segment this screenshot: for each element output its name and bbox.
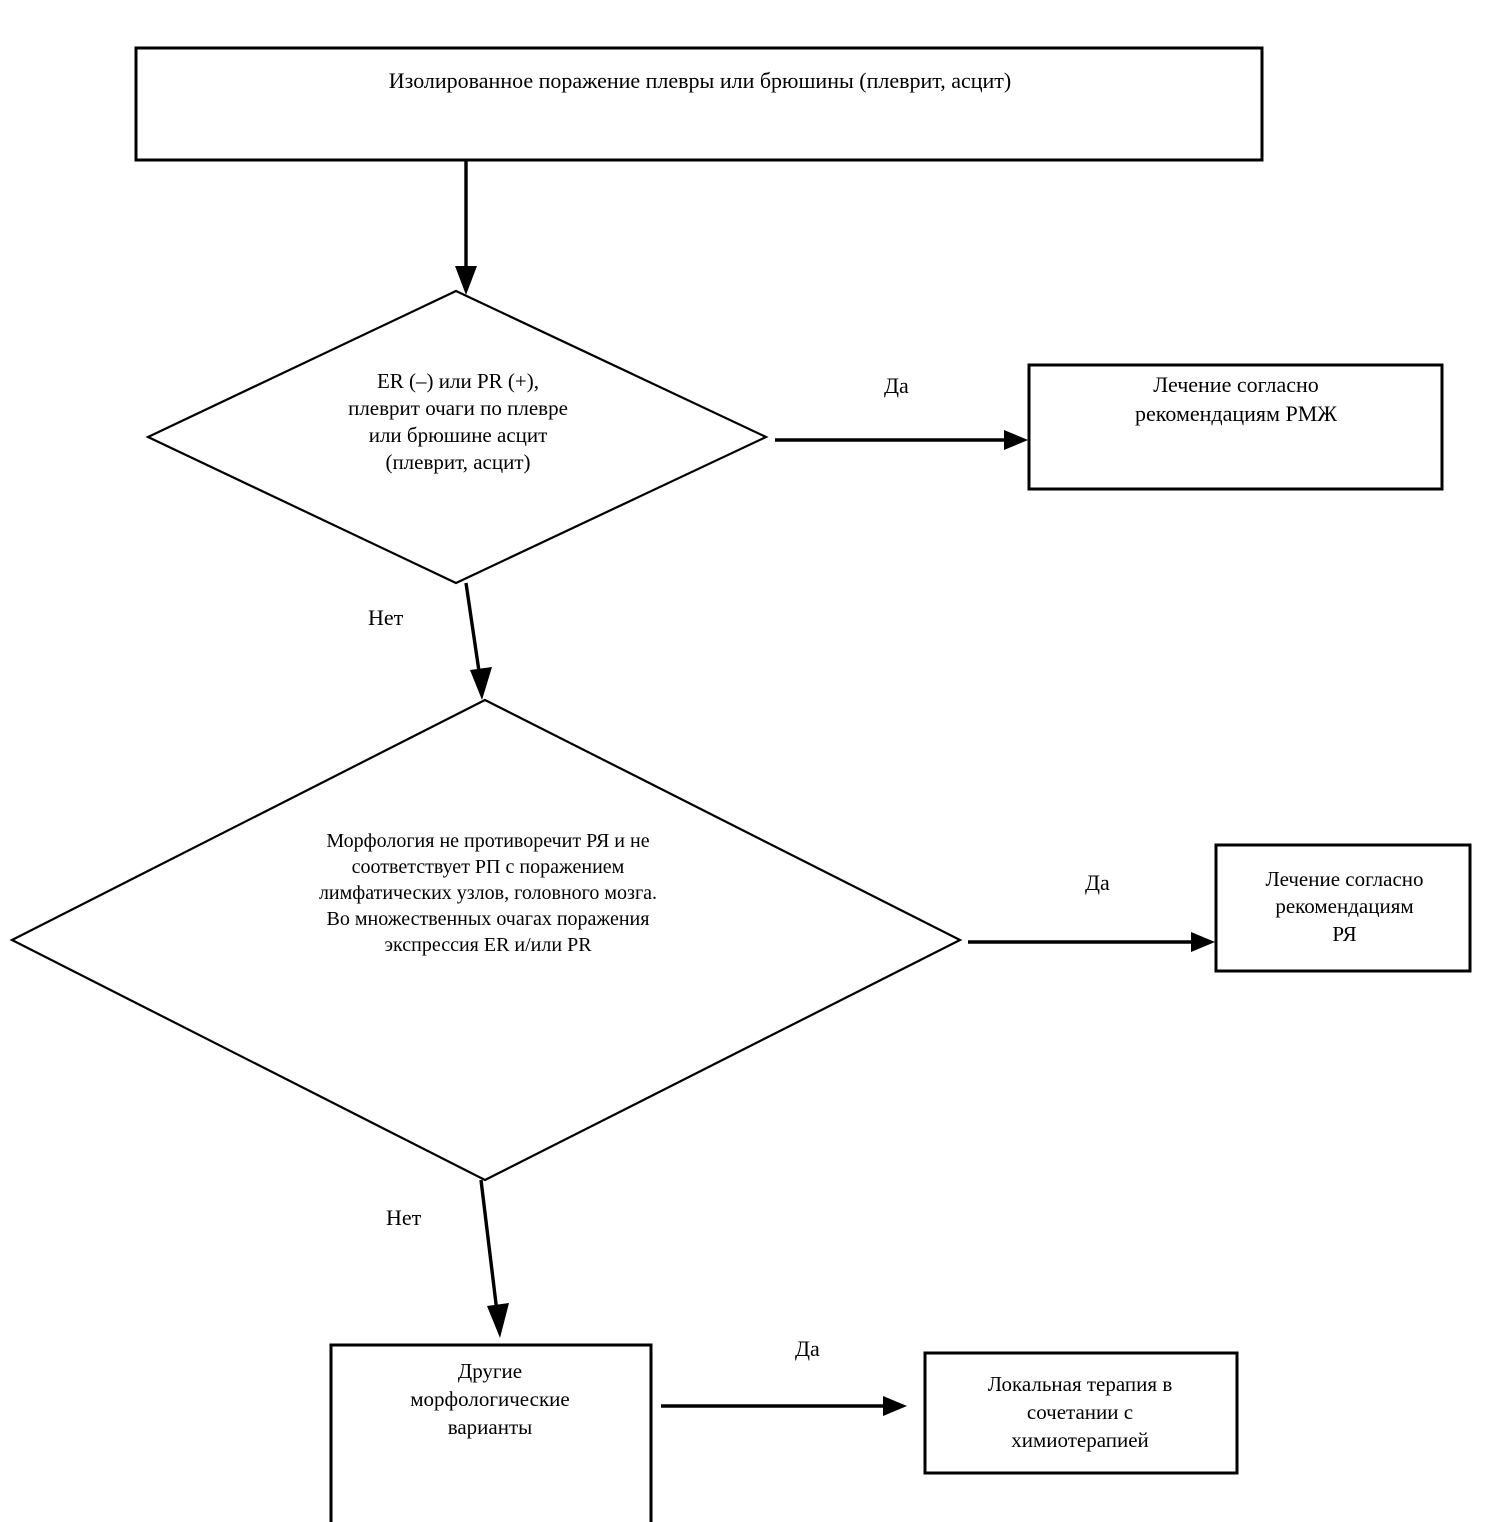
- node-other-morph-shape[interactable]: [329, 1343, 653, 1522]
- node-treat-rya-shape[interactable]: [1214, 843, 1472, 973]
- node-local-therapy-shape[interactable]: [923, 1351, 1239, 1475]
- arrowhead-decision1-no: [470, 667, 492, 700]
- arrowhead-decision1-yes: [1004, 430, 1028, 450]
- edge-label-yes-decision2: Да: [1085, 870, 1110, 895]
- connector-decision2-no: [479, 1179, 499, 1313]
- edge-label-yes-decision1: Да: [884, 373, 909, 398]
- arrowhead-decision2-no: [487, 1303, 509, 1338]
- edge-label-no-decision1: Нет: [368, 605, 404, 630]
- node-start-shape[interactable]: [134, 46, 1264, 162]
- node-treat-rmzh-shape[interactable]: [1027, 363, 1444, 491]
- node-decision2-shape[interactable]: [9, 698, 963, 1182]
- edge-label-yes-other-morph: Да: [795, 1336, 820, 1361]
- arrowhead-decision2-yes: [1191, 932, 1215, 952]
- arrowhead-start-to-decision1: [455, 266, 477, 295]
- edge-label-no-decision2: Нет: [386, 1205, 422, 1230]
- connector-decision1-no: [464, 582, 482, 679]
- arrowhead-other-to-local: [883, 1396, 907, 1416]
- node-decision1-shape[interactable]: [145, 289, 769, 585]
